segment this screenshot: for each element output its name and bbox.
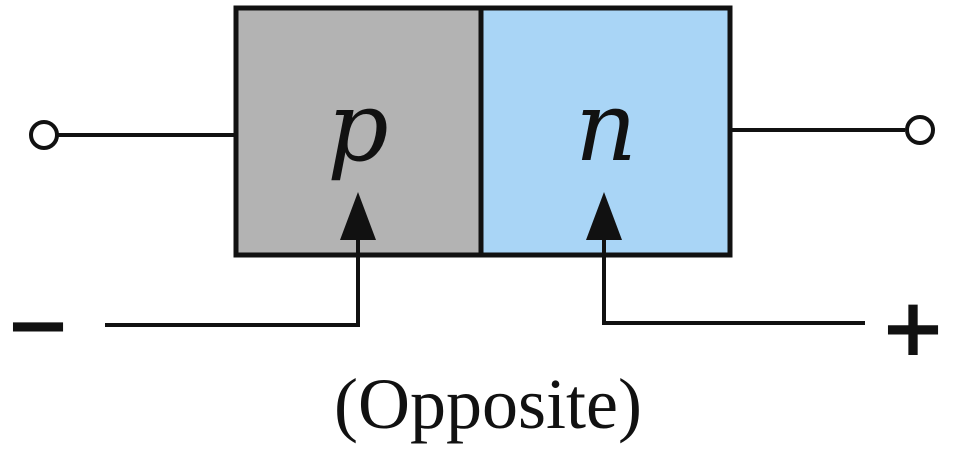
positive-connection-wire bbox=[602, 205, 865, 325]
right-terminal-icon bbox=[905, 115, 935, 145]
positive-sign: + bbox=[879, 281, 946, 374]
p-region-label: p bbox=[327, 71, 388, 183]
p-arrow-icon bbox=[340, 192, 376, 240]
caption: (Opposite) bbox=[334, 364, 642, 444]
left-terminal-icon bbox=[29, 120, 59, 150]
n-region-label: n bbox=[575, 71, 637, 183]
negative-sign: − bbox=[4, 278, 71, 371]
negative-connection-wire bbox=[105, 205, 360, 327]
n-arrow-icon bbox=[586, 192, 622, 240]
